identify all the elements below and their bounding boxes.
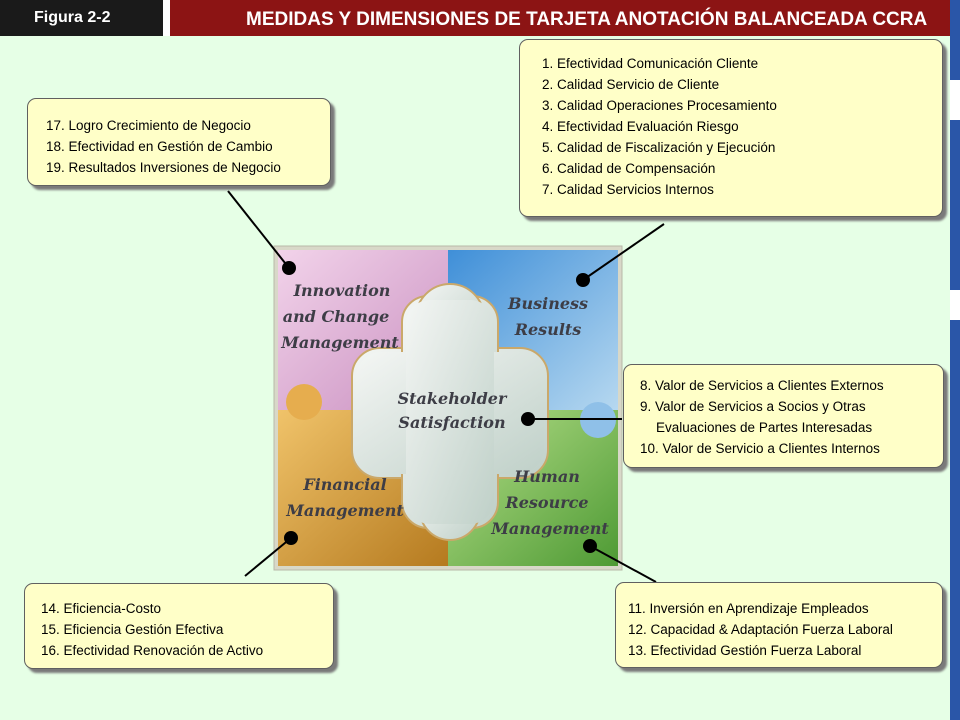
financial-label-2: Management bbox=[285, 501, 404, 520]
figure-label: Figura 2-2 bbox=[0, 0, 163, 36]
measure-9-continuation: Evaluaciones de Partes Interesadas bbox=[656, 420, 873, 435]
human-label-2: Resource bbox=[504, 493, 588, 512]
human-resource-measures-box: 11. Inversión en Aprendizaje Empleados 1… bbox=[615, 582, 943, 668]
business-label-2: Results bbox=[514, 320, 582, 339]
financial-label-1: Financial bbox=[302, 475, 386, 494]
innovation-label-2: and Change bbox=[283, 307, 390, 326]
right-edge-strip bbox=[950, 0, 960, 720]
measure-6: 6. Calidad de Compensación bbox=[542, 161, 716, 176]
dot-innovation bbox=[282, 261, 296, 275]
page-title: MEDIDAS Y DIMENSIONES DE TARJETA ANOTACI… bbox=[170, 0, 950, 36]
measure-5: 5. Calidad de Fiscalización y Ejecución bbox=[542, 140, 776, 155]
human-label-3: Management bbox=[490, 519, 609, 538]
measure-7: 7. Calidad Servicios Internos bbox=[542, 182, 714, 197]
innovation-label-3: Management bbox=[280, 333, 399, 352]
measure-15: 15. Eficiencia Gestión Efectiva bbox=[41, 622, 224, 637]
human-label-1: Human bbox=[513, 467, 580, 486]
dot-human bbox=[583, 539, 597, 553]
connector-human bbox=[589, 545, 657, 583]
connector-innovation bbox=[227, 190, 290, 269]
financial-knob bbox=[286, 384, 322, 420]
stakeholder-label-1: Stakeholder bbox=[398, 389, 508, 408]
dot-stakeholder bbox=[521, 412, 535, 426]
measure-14: 14. Eficiencia-Costo bbox=[41, 601, 162, 616]
business-results-measures-box: 1. Efectividad Comunicación Cliente 2. C… bbox=[519, 39, 943, 217]
financial-measures-box: 14. Eficiencia-Costo 15. Eficiencia Gest… bbox=[24, 583, 334, 669]
measure-19: 19. Resultados Inversiones de Negocio bbox=[46, 160, 281, 175]
measure-9: 9. Valor de Servicios a Socios y Otras bbox=[640, 399, 866, 414]
measure-11: 11. Inversión en Aprendizaje Empleados bbox=[628, 601, 869, 616]
stakeholder-measures-box: 8. Valor de Servicios a Clientes Externo… bbox=[623, 364, 944, 468]
measure-18: 18. Efectividad en Gestión de Cambio bbox=[46, 139, 273, 154]
measure-3: 3. Calidad Operaciones Procesamiento bbox=[542, 98, 777, 113]
dot-business bbox=[576, 273, 590, 287]
measure-17: 17. Logro Crecimiento de Negocio bbox=[46, 118, 251, 133]
measure-10: 10. Valor de Servicio a Clientes Interno… bbox=[640, 441, 880, 456]
stakeholder-piece bbox=[351, 283, 549, 541]
connector-financial bbox=[244, 537, 292, 577]
dot-financial bbox=[284, 531, 298, 545]
innovation-label-1: Innovation bbox=[293, 281, 391, 300]
measure-4: 4. Efectividad Evaluación Riesgo bbox=[542, 119, 739, 134]
measure-1: 1. Efectividad Comunicación Cliente bbox=[542, 56, 759, 71]
stakeholder-label-2: Satisfaction bbox=[398, 413, 505, 432]
measure-8: 8. Valor de Servicios a Clientes Externo… bbox=[640, 378, 884, 393]
measure-2: 2. Calidad Servicio de Cliente bbox=[542, 77, 720, 92]
innovation-measures-box: 17. Logro Crecimiento de Negocio 18. Efe… bbox=[27, 98, 331, 186]
measure-13: 13. Efectividad Gestión Fuerza Laboral bbox=[628, 643, 862, 658]
measure-16: 16. Efectividad Renovación de Activo bbox=[41, 643, 264, 658]
business-label-1: Business bbox=[507, 294, 588, 313]
measure-12: 12. Capacidad & Adaptación Fuerza Labora… bbox=[628, 622, 893, 637]
connector-business bbox=[582, 223, 665, 281]
